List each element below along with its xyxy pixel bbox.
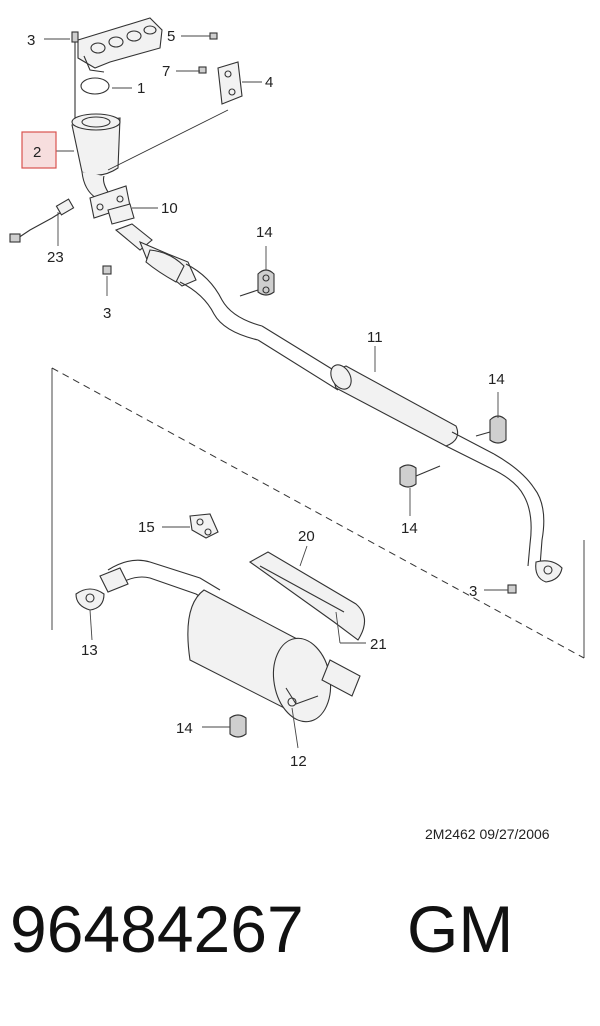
callout-14-bottom: 14 [176, 720, 193, 737]
callout-15: 15 [138, 519, 155, 536]
callout-13: 13 [81, 642, 98, 659]
callout-2: 2 [33, 144, 41, 161]
bolt-5 [209, 32, 218, 40]
callout-14-right-upper: 14 [488, 371, 505, 388]
callout-14-right-lower: 14 [401, 520, 418, 537]
brand-label: GM [407, 892, 514, 966]
callout-23: 23 [47, 249, 64, 266]
rubber-hanger-bottom [229, 714, 247, 738]
exhaust-manifold [77, 17, 163, 73]
callout-2-highlight [21, 131, 57, 169]
callout-12: 12 [290, 753, 307, 770]
drawing-code: 2M2462 09/27/2006 [425, 826, 550, 842]
callout-21: 21 [370, 636, 387, 653]
callout-3-right: 3 [469, 583, 477, 600]
callout-3-mid: 3 [103, 305, 111, 322]
rubber-hanger-right-lower [399, 464, 441, 488]
callout-11: 11 [367, 329, 383, 346]
nut-3-mid [102, 265, 112, 275]
manifold-gasket [80, 77, 110, 95]
intermediate-muffler [330, 364, 495, 469]
rubber-hanger-right-upper [475, 415, 507, 444]
bolt-7 [198, 66, 207, 74]
support-bracket [217, 61, 243, 105]
catalytic-converter [71, 113, 127, 209]
callout-20: 20 [298, 528, 315, 545]
callout-14-top: 14 [256, 224, 273, 241]
rear-muffler-pipe [75, 559, 221, 611]
oxygen-sensor [9, 198, 75, 243]
bracket-15 [189, 513, 219, 539]
rubber-hanger-top [239, 269, 275, 297]
rear-muffler [187, 589, 332, 723]
heat-shield [248, 551, 366, 697]
callout-3-top: 3 [27, 32, 35, 49]
front-pipe-flange [89, 185, 135, 225]
part-number: 96484267 [10, 892, 304, 966]
callout-4: 4 [265, 74, 273, 91]
rear-pipe [489, 453, 563, 583]
manifold-stud [71, 31, 79, 122]
exhaust-system-diagram: 3 1 2 4 5 7 10 23 3 14 11 14 14 3 15 20 … [9, 17, 585, 770]
nut-3-right [507, 584, 517, 594]
callout-7: 7 [162, 63, 170, 80]
callout-5: 5 [167, 28, 175, 45]
callout-10: 10 [161, 200, 178, 217]
front-exhaust-pipe [114, 223, 341, 391]
callout-1: 1 [137, 80, 145, 97]
